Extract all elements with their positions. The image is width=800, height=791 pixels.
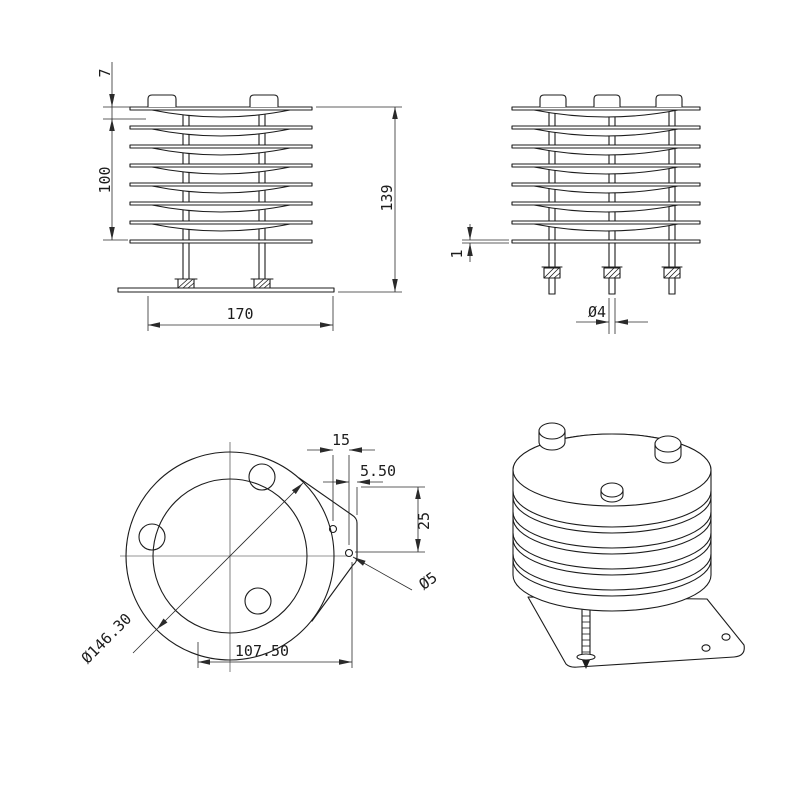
dimensions-front: 7 100 139 170: [96, 62, 402, 331]
view-bottom-plan: 15 5.50 25 Ø5 Ø146.30 107.50: [78, 431, 441, 672]
dim-label-hole-offset-x: 15: [332, 431, 350, 449]
iso-cap-knob-left: [538, 422, 566, 451]
dim-label-bolt-diameter: Ø4: [588, 303, 606, 321]
base-plate: [117, 287, 335, 293]
dim-label-mount-distance: 107.50: [235, 642, 289, 660]
dim-label-plate-thickness: 1: [448, 249, 466, 258]
dim-label-flange-dia: Ø146.30: [78, 610, 135, 667]
iso-cap-knob-front: [600, 482, 624, 503]
view-isometric: [512, 422, 745, 669]
iso-plate-holes: [701, 633, 731, 652]
dim-label-hole-offset-y: 25: [415, 512, 433, 530]
mounting-bolts-2: [541, 266, 683, 295]
dim-label-stack-height: 100: [96, 166, 114, 193]
louver-stack: [129, 106, 313, 244]
top-caps-2: [539, 94, 683, 107]
view-rotated-elevation: 1 Ø4: [448, 94, 701, 334]
iso-fixing-screw: [576, 609, 596, 669]
centerlines: [120, 442, 348, 672]
view-front-elevation: 7 100 139 170: [96, 62, 402, 331]
dim-label-cap-height: 7: [96, 68, 114, 77]
mounting-bolts: [174, 278, 274, 289]
bracket-holes: [328, 524, 354, 558]
dim-label-edge-offset: 5.50: [360, 462, 396, 480]
louver-stack-2: [511, 106, 701, 244]
dim-label-base-width: 170: [226, 305, 253, 323]
top-caps: [147, 94, 279, 107]
dim-label-overall-height: 139: [378, 184, 396, 211]
dimensions-side: 1 Ø4: [448, 224, 648, 334]
iso-louver-arcs: [512, 490, 712, 597]
iso-cap-knob-right: [654, 435, 682, 464]
dim-label-small-hole-dia: Ø5: [415, 568, 440, 593]
flange-inner-circle: [152, 478, 308, 634]
dimensions-plan: 15 5.50 25 Ø5 Ø146.30 107.50: [78, 431, 441, 668]
sensor-holes: [138, 463, 276, 615]
louver-support-rods: [182, 109, 266, 280]
